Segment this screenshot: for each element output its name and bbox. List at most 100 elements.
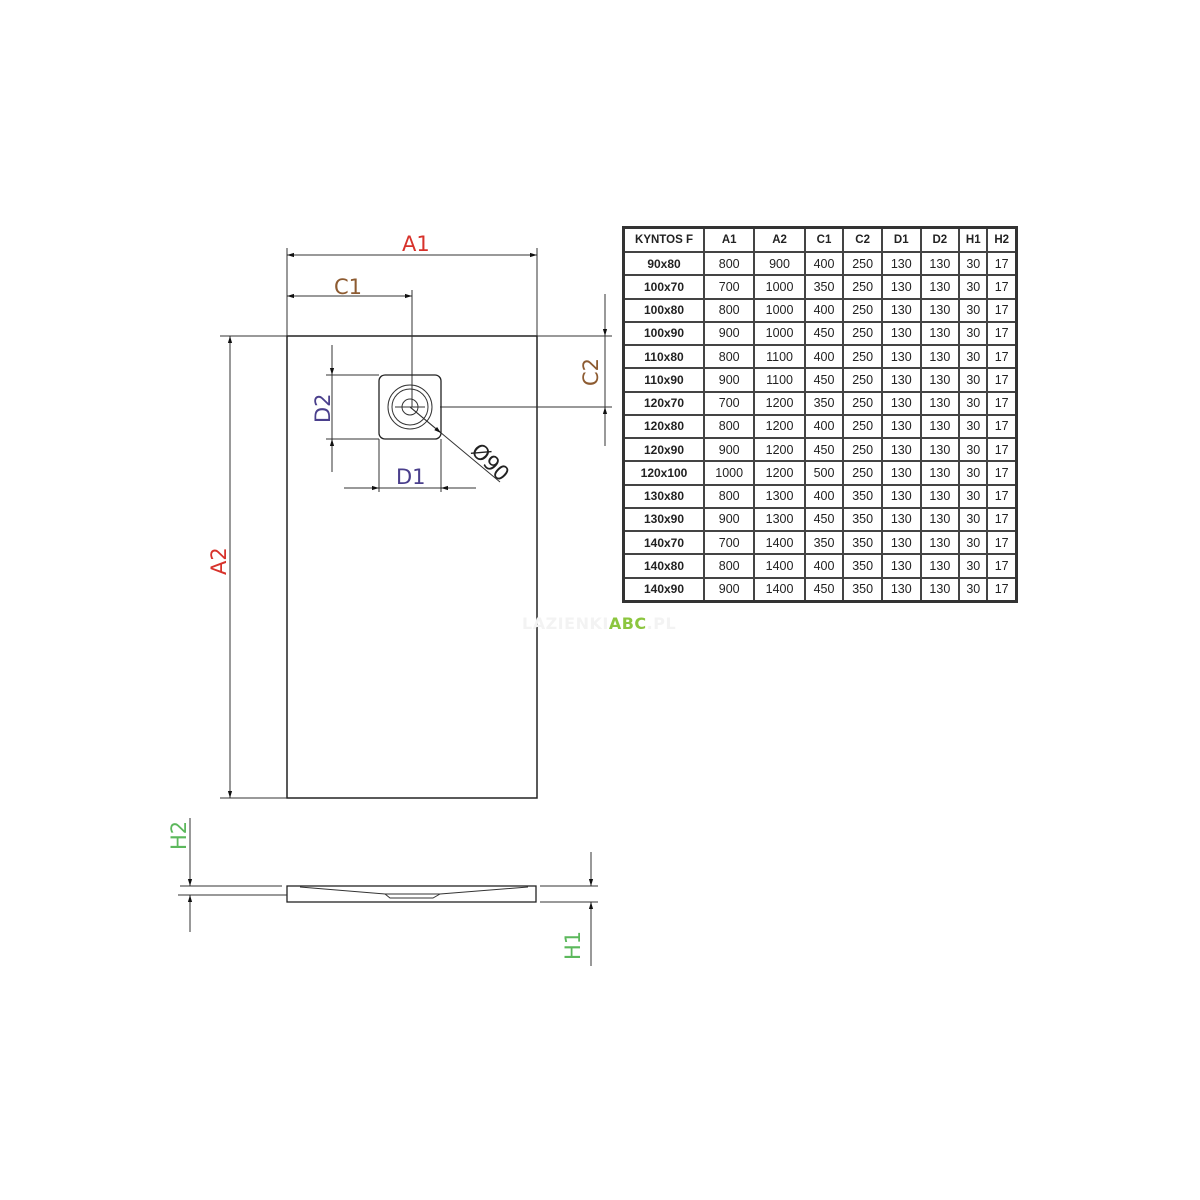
watermark-suffix: .PL <box>646 614 677 633</box>
cell-d2: 130 <box>919 390 961 416</box>
cell-d2: 130 <box>919 460 961 486</box>
cell-a1: 700 <box>702 529 756 556</box>
cell-h1: 30 <box>958 297 989 323</box>
cell-c1: 450 <box>803 436 845 463</box>
label-a2: A2 <box>207 547 231 575</box>
cell-h2: 17 <box>986 274 1018 300</box>
cell-h2: 17 <box>986 343 1018 370</box>
cell-c2: 350 <box>842 576 883 603</box>
cell-c1: 500 <box>803 460 845 486</box>
cell-d1: 130 <box>880 390 922 416</box>
cell-d1: 130 <box>880 460 922 486</box>
cell-model: 120x100 <box>622 460 705 486</box>
cell-h1: 30 <box>958 460 989 486</box>
label-h1: H1 <box>561 931 585 960</box>
cell-h2: 17 <box>986 413 1018 440</box>
cell-a2: 1100 <box>753 367 806 393</box>
cell-a2: 1400 <box>753 576 806 603</box>
watermark-brand: ABC <box>608 614 647 633</box>
cell-a2: 1300 <box>753 506 806 533</box>
cell-model: 130x80 <box>622 483 705 509</box>
cell-a2: 1000 <box>753 297 806 323</box>
cell-h2: 17 <box>986 367 1018 393</box>
cell-c2: 250 <box>842 274 883 300</box>
cell-h1: 30 <box>958 250 989 277</box>
cell-c1: 400 <box>803 343 845 370</box>
cell-d2: 130 <box>919 483 961 509</box>
cell-d1: 130 <box>880 436 922 463</box>
cell-d1: 130 <box>880 506 922 533</box>
cell-h2: 17 <box>986 529 1018 556</box>
cell-h1: 30 <box>958 553 989 579</box>
cell-h2: 17 <box>986 553 1018 579</box>
cell-c1: 350 <box>803 529 845 556</box>
cell-model: 110x80 <box>622 343 705 370</box>
cell-a2: 1400 <box>753 553 806 579</box>
cell-model: 140x90 <box>622 576 705 603</box>
cell-d2: 130 <box>919 413 961 440</box>
cell-c1: 400 <box>803 297 845 323</box>
cell-model: 100x80 <box>622 297 705 323</box>
cell-a1: 900 <box>702 436 756 463</box>
cell-model: 120x80 <box>622 413 705 440</box>
cell-c1: 450 <box>803 320 845 347</box>
cell-c1: 400 <box>803 250 845 277</box>
cell-c1: 450 <box>803 576 845 603</box>
cell-a2: 1000 <box>753 274 806 300</box>
cell-d1: 130 <box>880 576 922 603</box>
cell-d2: 130 <box>919 553 961 579</box>
cell-h1: 30 <box>958 483 989 509</box>
cell-d1: 130 <box>880 413 922 440</box>
cell-d2: 130 <box>919 320 961 347</box>
cell-a1: 700 <box>702 390 756 416</box>
label-d1: D1 <box>396 465 426 489</box>
cell-model: 100x70 <box>622 274 705 300</box>
cell-h2: 17 <box>986 320 1018 347</box>
cell-d2: 130 <box>919 274 961 300</box>
label-diameter: Ø90 <box>466 439 514 487</box>
cell-c2: 250 <box>842 343 883 370</box>
cell-c1: 400 <box>803 413 845 440</box>
watermark: LAZIENKIABC.PL <box>522 614 676 633</box>
cell-model: 120x90 <box>622 436 705 463</box>
cell-h2: 17 <box>986 250 1018 277</box>
cell-c1: 400 <box>803 553 845 579</box>
cell-a2: 1100 <box>753 343 806 370</box>
cell-d1: 130 <box>880 274 922 300</box>
cell-d1: 130 <box>880 297 922 323</box>
cell-a1: 800 <box>702 413 756 440</box>
cell-h2: 17 <box>986 576 1018 603</box>
cell-c2: 350 <box>842 483 883 509</box>
cell-h1: 30 <box>958 413 989 440</box>
cell-c1: 450 <box>803 367 845 393</box>
label-c1: C1 <box>334 275 362 299</box>
cell-c2: 350 <box>842 506 883 533</box>
cell-d1: 130 <box>880 553 922 579</box>
cell-a2: 1000 <box>753 320 806 347</box>
header-c2: C2 <box>842 226 883 253</box>
header-d2: D2 <box>919 226 961 253</box>
cell-h1: 30 <box>958 506 989 533</box>
cell-a1: 700 <box>702 274 756 300</box>
cell-c2: 350 <box>842 529 883 556</box>
cell-h1: 30 <box>958 529 989 556</box>
cell-d1: 130 <box>880 320 922 347</box>
header-model: KYNTOS F <box>622 226 705 253</box>
cell-h1: 30 <box>958 390 989 416</box>
cell-model: 140x70 <box>622 529 705 556</box>
header-a2: A2 <box>753 226 806 253</box>
cell-c2: 250 <box>842 413 883 440</box>
cell-h2: 17 <box>986 436 1018 463</box>
cell-a2: 1300 <box>753 483 806 509</box>
cell-d1: 130 <box>880 367 922 393</box>
